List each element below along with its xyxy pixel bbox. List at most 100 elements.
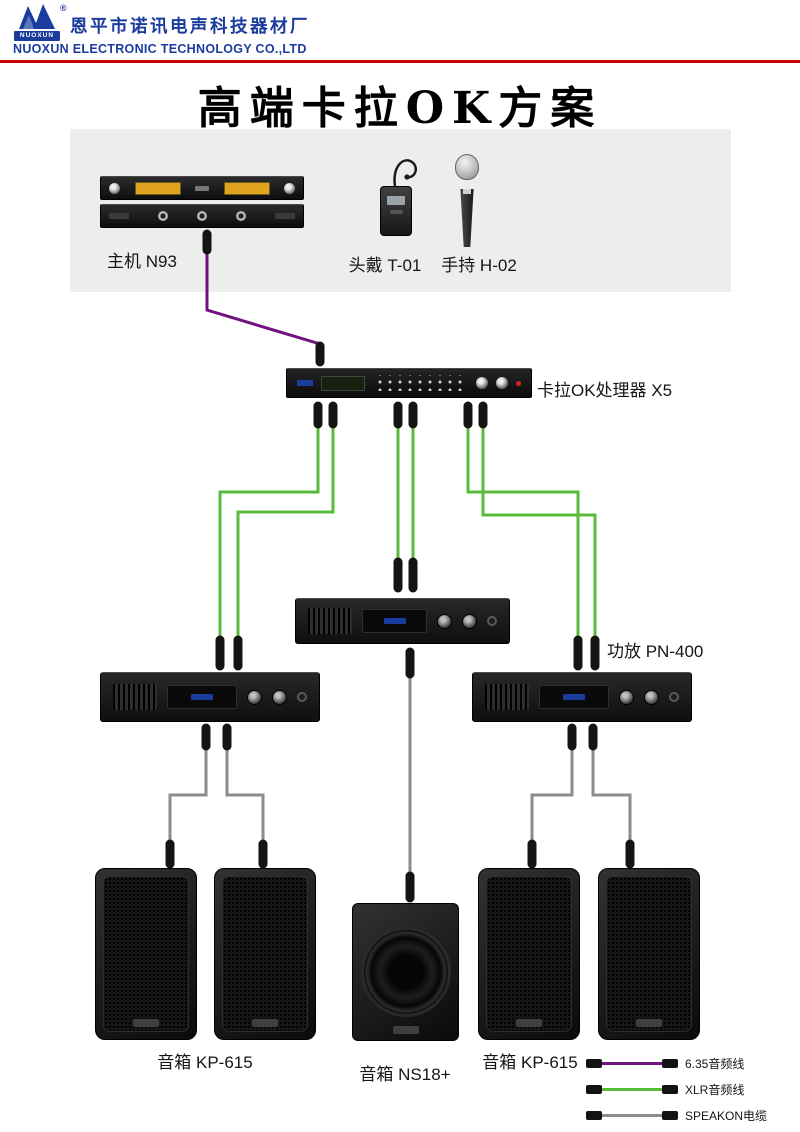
page-title: 高端卡拉OK方案 xyxy=(197,83,603,134)
cable-speakon-left-amp-to-spk2 xyxy=(225,744,265,852)
cable-legend: 6.35音频线 XLR音频线 SPEAKON电缆 xyxy=(586,1050,798,1128)
processor-knob xyxy=(496,377,508,389)
processor-power-led xyxy=(516,380,521,386)
bodypack-button xyxy=(389,210,403,214)
label-speaker-right: 音箱 KP-615 xyxy=(482,1053,578,1072)
amp-front-panel xyxy=(167,685,237,709)
xlr-output-socket xyxy=(158,211,168,221)
wire-speakon xyxy=(602,1113,662,1117)
company-name-cn: 恩平市诺讯电声科技器材厂 xyxy=(70,16,310,36)
cable-xlr-sample-icon xyxy=(586,1084,678,1094)
amp-gain-knob xyxy=(437,613,452,629)
cable-speakon-left-amp-to-spk1 xyxy=(168,744,208,852)
nuoxun-logo: NUOXUN xyxy=(13,3,61,43)
speaker-logo-plate xyxy=(636,1019,662,1027)
bodypack-transmitter xyxy=(380,186,412,236)
bodypack-screen xyxy=(387,196,405,205)
speaker-logo-plate xyxy=(252,1019,278,1027)
amp-vent xyxy=(485,684,529,710)
wireless-receiver-n93 xyxy=(100,176,304,232)
connector-icon xyxy=(662,1058,678,1068)
speaker-kp615 xyxy=(214,868,316,1040)
label-handheld: 手持 H-02 xyxy=(441,256,517,275)
processor-knob xyxy=(476,377,488,389)
wire-xlr xyxy=(602,1087,662,1091)
cable-connectors xyxy=(165,229,635,903)
amp-gain-knob xyxy=(247,689,262,705)
speaker-kp615 xyxy=(95,868,197,1040)
amp-front-panel xyxy=(362,609,427,633)
subwoofer-cone xyxy=(360,927,451,1017)
connector-icon xyxy=(586,1084,602,1094)
cable-speakon-sample-icon xyxy=(586,1110,678,1120)
receiver-knob xyxy=(284,182,295,194)
amp-power-button xyxy=(487,616,497,626)
processor-buttons xyxy=(373,375,468,391)
connector-icon xyxy=(662,1084,678,1094)
speaker-grille xyxy=(103,876,189,1032)
receiver-lcd-display xyxy=(134,181,181,195)
company-name-en: NUOXUN ELECTRONIC TECHNOLOGY CO.,LTD xyxy=(13,42,307,56)
amp-power-button xyxy=(669,692,679,702)
label-amplifier: 功放 PN-400 xyxy=(607,642,704,661)
amp-logo xyxy=(563,694,585,700)
xlr-output-socket xyxy=(236,211,246,221)
label-subwoofer: 音箱 NS18+ xyxy=(359,1065,451,1084)
legend-label-speakon: SPEAKON电缆 xyxy=(685,1108,768,1123)
legend-label-xlr: XLR音频线 xyxy=(685,1082,745,1097)
connector-icon xyxy=(586,1058,602,1068)
receiver-vent xyxy=(275,213,295,219)
speaker-logo-plate xyxy=(133,1019,159,1027)
receiver-vent xyxy=(109,213,129,219)
headset-mic-t01 xyxy=(366,152,436,244)
speaker-kp615 xyxy=(598,868,700,1040)
legend-item-speakon: SPEAKON电缆 xyxy=(586,1102,798,1128)
connector-icon xyxy=(662,1110,678,1120)
mic-grille-head xyxy=(455,154,479,180)
karaoke-processor-x5 xyxy=(286,368,532,398)
processor-logo xyxy=(297,380,313,386)
mic-body xyxy=(460,189,474,247)
processor-display xyxy=(321,375,365,391)
logo-text: NUOXUN xyxy=(14,31,60,41)
speaker-kp615 xyxy=(478,868,580,1040)
legend-item-635: 6.35音频线 xyxy=(586,1050,798,1076)
receiver-rear-unit xyxy=(100,204,304,228)
amp-logo xyxy=(191,694,213,700)
amplifier-pn400 xyxy=(100,672,320,722)
connector-icon xyxy=(586,1110,602,1120)
amp-logo xyxy=(383,618,406,624)
speaker-grille xyxy=(222,876,308,1032)
speaker-logo-plate xyxy=(516,1019,542,1027)
logo-mark-icon xyxy=(19,4,55,29)
label-processor: 卡拉OK处理器 X5 xyxy=(537,381,673,400)
receiver-knob xyxy=(109,182,120,194)
handheld-mic-h02 xyxy=(452,154,482,247)
receiver-front-unit xyxy=(100,176,304,200)
speaker-grille xyxy=(486,876,572,1032)
cable-speakon-right-amp-to-spk4 xyxy=(591,744,632,852)
amp-vent xyxy=(113,684,157,710)
label-headset: 头戴 T-01 xyxy=(348,256,422,275)
amp-gain-knob xyxy=(644,689,659,705)
subwoofer-ns18plus xyxy=(352,903,459,1041)
mic-screen xyxy=(463,189,471,194)
amp-power-button xyxy=(297,692,307,702)
amp-gain-knob xyxy=(462,613,477,629)
amplifier-pn400 xyxy=(295,598,510,644)
speaker-grille xyxy=(606,876,692,1032)
receiver-logo xyxy=(195,185,209,191)
label-receiver: 主机 N93 xyxy=(107,252,177,271)
receiver-lcd-display xyxy=(223,181,270,195)
amp-vent xyxy=(308,608,352,634)
xlr-output-socket xyxy=(197,211,207,221)
header: NUOXUN ® 恩平市诺讯电声科技器材厂 NUOXUN ELECTRONIC … xyxy=(0,0,800,63)
registered-trademark: ® xyxy=(60,3,67,13)
headset-wire-icon xyxy=(393,159,417,193)
legend-label-635: 6.35音频线 xyxy=(685,1056,745,1071)
amp-gain-knob xyxy=(272,689,287,705)
cable-speakon-right-amp-to-spk3 xyxy=(530,744,574,852)
label-speaker-left: 音箱 KP-615 xyxy=(157,1053,253,1072)
amp-front-panel xyxy=(539,685,609,709)
